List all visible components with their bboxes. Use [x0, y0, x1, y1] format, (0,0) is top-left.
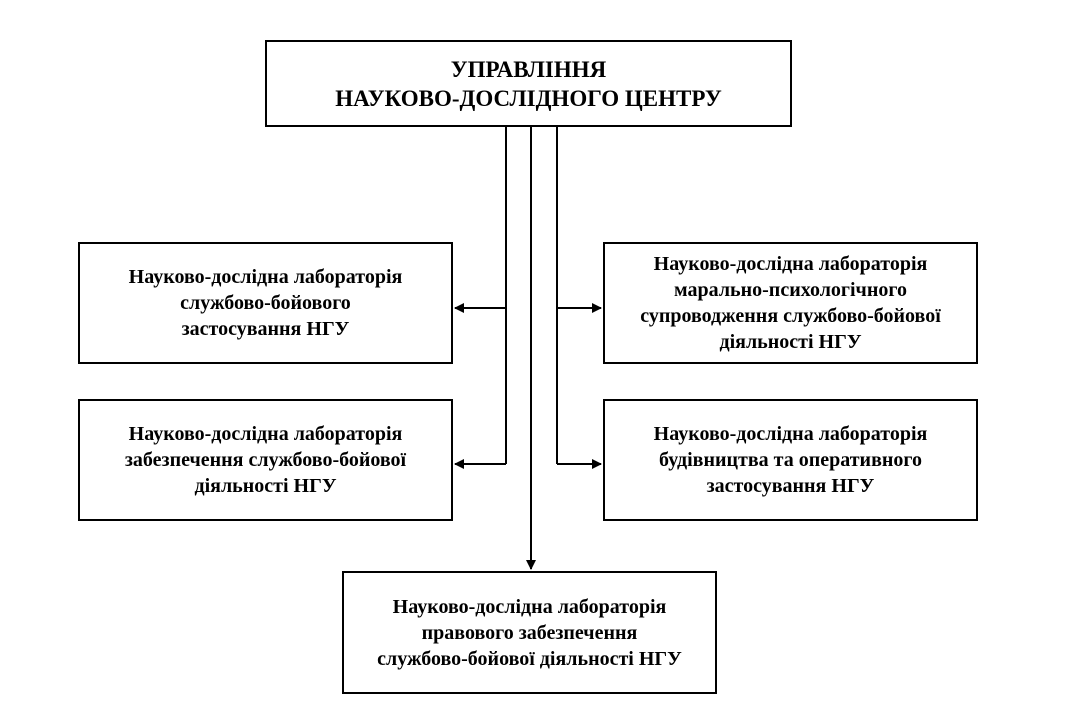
- lab-node-label: Науково-дослідна лабораторія правового з…: [377, 594, 682, 672]
- lab-node-combat-application: Науково-дослідна лабораторія службово-бо…: [78, 242, 453, 364]
- lab-node-line: забезпечення службово-бойової: [124, 449, 407, 471]
- lab-node-line: Науково-дослідна лабораторія: [653, 423, 928, 445]
- lab-node-line: Науково-дослідна лабораторія: [653, 253, 928, 275]
- lab-node-label: Науково-дослідна лабораторія будівництва…: [654, 421, 928, 499]
- lab-node-line: Науково-дослідна лабораторія: [128, 266, 403, 288]
- lab-node-line: службово-бойового: [180, 292, 351, 314]
- root-node-label: УПРАВЛІННЯ НАУКОВО-ДОСЛІДНОГО ЦЕНТРУ: [335, 55, 722, 113]
- lab-node-line: діяльності НГУ: [719, 331, 862, 353]
- lab-node-line: будівництва та оперативного: [659, 449, 922, 471]
- lab-node-label: Науково-дослідна лабораторія службово-бо…: [129, 264, 403, 342]
- lab-node-line: супроводження службово-бойової: [640, 305, 941, 327]
- lab-node-legal-support: Науково-дослідна лабораторія правового з…: [342, 571, 717, 694]
- lab-node-line: Науково-дослідна лабораторія: [128, 423, 403, 445]
- lab-node-line: застосування НГУ: [181, 318, 350, 340]
- root-node-line: УПРАВЛІННЯ: [450, 56, 607, 82]
- lab-node-label: Науково-дослідна лабораторія марально-пс…: [640, 251, 941, 355]
- lab-node-line: Науково-дослідна лабораторія: [392, 595, 667, 618]
- lab-node-construction-operational: Науково-дослідна лабораторія будівництва…: [603, 399, 978, 521]
- lab-node-line: марально-психологічного: [674, 279, 907, 301]
- lab-node-line: застосування НГУ: [706, 475, 875, 497]
- lab-node-line: діяльності НГУ: [194, 475, 337, 497]
- root-node-management: УПРАВЛІННЯ НАУКОВО-ДОСЛІДНОГО ЦЕНТРУ: [265, 40, 792, 127]
- root-node-line: НАУКОВО-ДОСЛІДНОГО ЦЕНТРУ: [335, 85, 722, 111]
- lab-node-line: службово-бойової діяльності НГУ: [377, 647, 682, 670]
- lab-node-combat-support: Науково-дослідна лабораторія забезпеченн…: [78, 399, 453, 521]
- lab-node-line: правового забезпечення: [421, 621, 638, 644]
- lab-node-psychological-support: Науково-дослідна лабораторія марально-пс…: [603, 242, 978, 364]
- lab-node-label: Науково-дослідна лабораторія забезпеченн…: [125, 421, 406, 499]
